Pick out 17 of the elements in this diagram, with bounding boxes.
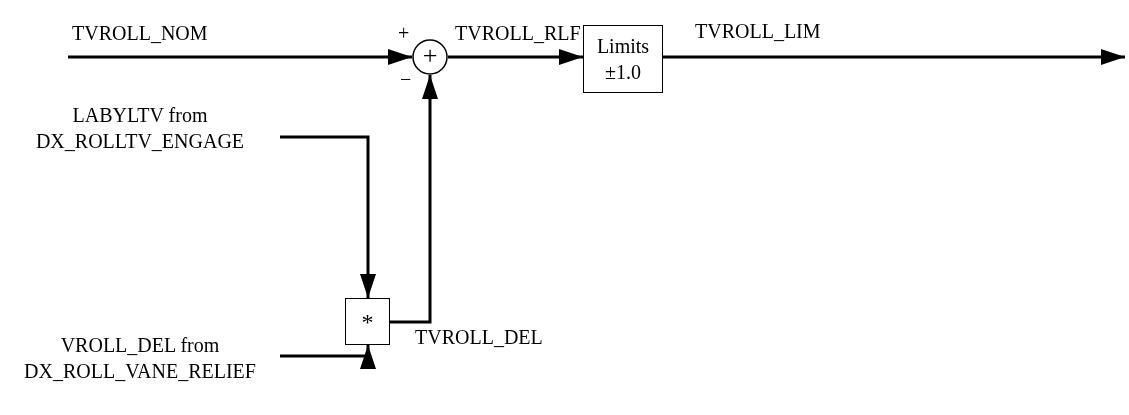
arrow xyxy=(390,75,438,324)
arrow xyxy=(663,49,1125,65)
signal-label: TVROLL_NOM xyxy=(72,22,208,44)
signal-label: TVROLL_DEL xyxy=(415,326,543,348)
arrow xyxy=(68,49,412,65)
signal-source-label: VROLL_DEL from DX_ROLL_VANE_RELIEF xyxy=(24,333,256,384)
summing-junction: + xyxy=(412,39,448,75)
signal-label: TVROLL_RLF xyxy=(455,22,581,44)
arrow xyxy=(280,345,376,369)
signal-source-label: LABYLTV from DX_ROLLTV_ENGAGE xyxy=(35,103,245,154)
multiplier-block: * xyxy=(345,298,390,345)
arrow xyxy=(448,49,583,65)
sign-label: − xyxy=(400,68,412,90)
limiter-block: Limits ±1.0 xyxy=(583,25,663,93)
sign-label: + xyxy=(398,22,410,44)
signal-label: TVROLL_LIM xyxy=(695,20,821,42)
arrow xyxy=(280,135,376,298)
